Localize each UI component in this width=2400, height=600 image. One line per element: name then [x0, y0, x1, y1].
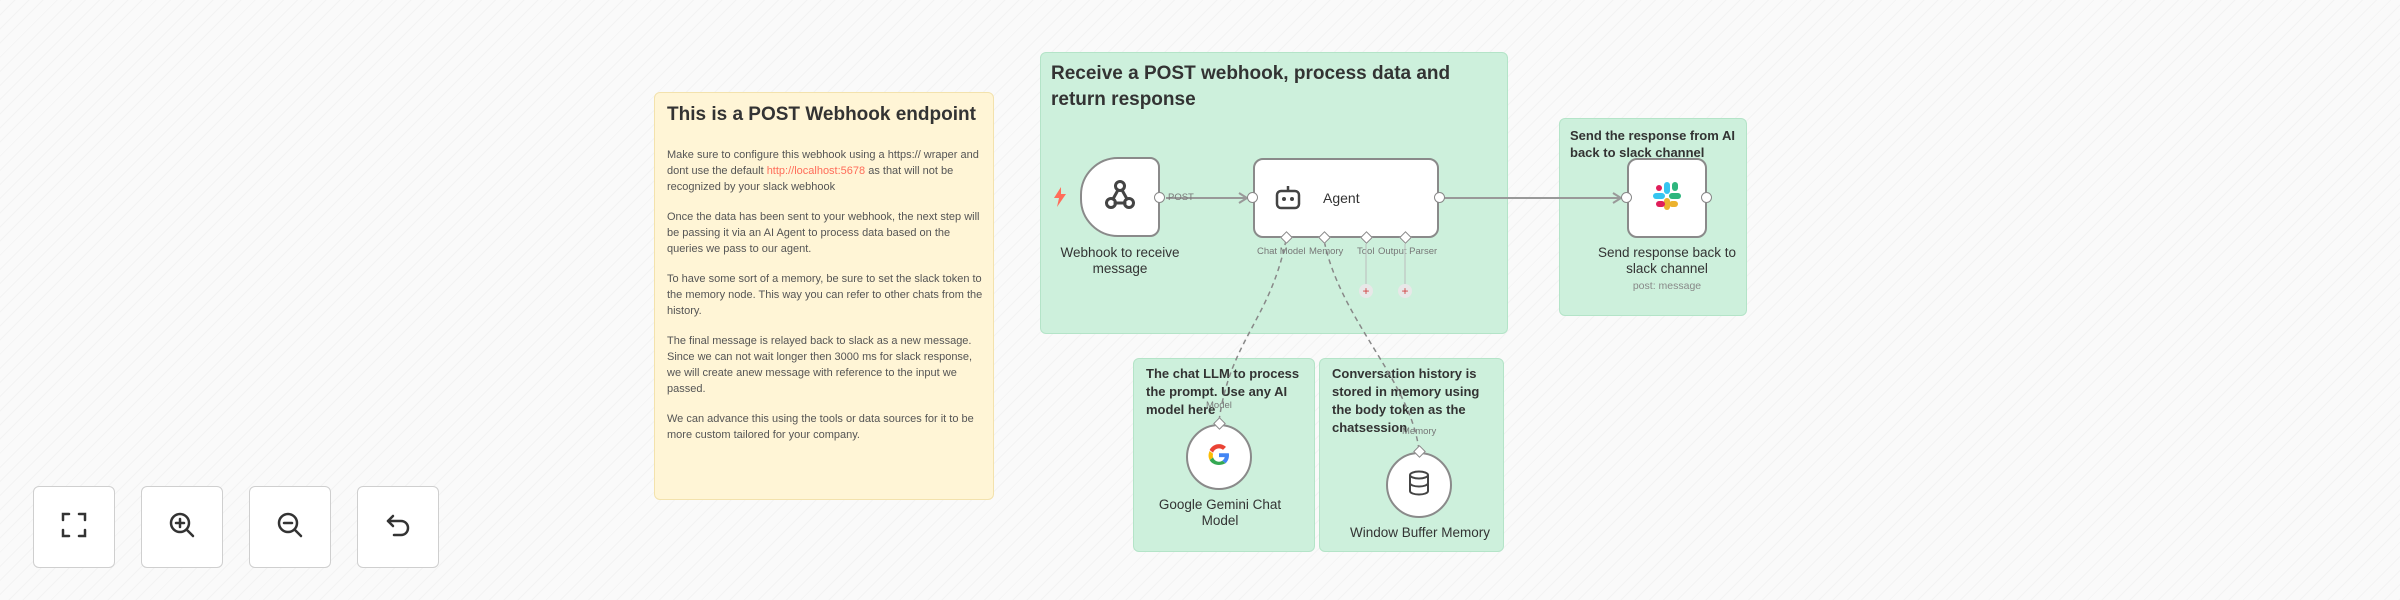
- agent-output-handle[interactable]: [1434, 192, 1445, 203]
- webhook-output-label: POST: [1168, 192, 1194, 203]
- agent-input-handle[interactable]: [1247, 192, 1258, 203]
- robot-icon: [1273, 183, 1303, 213]
- connection-memory-agent: [1323, 239, 1420, 451]
- localhost-link: http://localhost:5678: [766, 165, 866, 177]
- zoom-in-icon: [168, 511, 196, 544]
- memory-node-label: Window Buffer Memory: [1349, 525, 1491, 540]
- note-paragraph: We can advance this using the tools or d…: [667, 413, 974, 441]
- trigger-bolt-icon: [1052, 186, 1068, 208]
- sticky-note-title: This is a POST Webhook endpoint: [667, 104, 976, 125]
- agent-port-label-memory: Memory: [1309, 246, 1344, 257]
- note-paragraph: To have some sort of a memory, be sure t…: [667, 273, 983, 317]
- webhook-node[interactable]: [1080, 157, 1160, 237]
- database-icon: [1407, 470, 1431, 501]
- sticky-note-title: The chat LLM to process the prompt. Use …: [1146, 366, 1300, 417]
- gemini-node[interactable]: [1186, 424, 1252, 490]
- fit-view-icon: [60, 511, 88, 544]
- zoom-out-icon: [276, 511, 304, 544]
- google-g-icon: [1205, 441, 1233, 474]
- zoom-in-button[interactable]: [141, 486, 223, 568]
- sticky-note-title: Conversation history is stored in memory…: [1332, 366, 1480, 435]
- sticky-note-instructions[interactable]: This is a POST Webhook endpoint Make sur…: [654, 92, 994, 500]
- fit-view-button[interactable]: [33, 486, 115, 568]
- agent-port-label-tool: Tool: [1357, 246, 1375, 257]
- connection-gemini-agent: [1218, 239, 1287, 422]
- note-paragraph: Make sure to configure this webhook usin…: [667, 149, 979, 193]
- slack-output-handle[interactable]: [1701, 192, 1712, 203]
- note-paragraph: Once the data has been sent to your webh…: [667, 211, 980, 255]
- agent-node-label: Agent: [1323, 190, 1360, 206]
- slack-input-handle[interactable]: [1621, 192, 1632, 203]
- zoom-out-button[interactable]: [249, 486, 331, 568]
- sticky-note-title: Receive a POST webhook, process data and…: [1051, 63, 1451, 110]
- add-tool-plus-icon[interactable]: +: [1359, 284, 1373, 298]
- sticky-note-title: Send the response from AI back to slack …: [1570, 128, 1735, 160]
- webhook-output-handle[interactable]: [1154, 192, 1165, 203]
- undo-icon: [384, 511, 412, 544]
- memory-node[interactable]: [1386, 452, 1452, 518]
- agent-node[interactable]: Agent: [1253, 158, 1439, 238]
- slack-node-label: Send response back to slack channel: [1597, 245, 1737, 276]
- agent-port-label-output-parser: Output Parser: [1378, 246, 1438, 257]
- gemini-port-label: Model: [1206, 400, 1232, 411]
- slack-icon: [1650, 179, 1684, 218]
- note-paragraph: The final message is relayed back to sla…: [667, 335, 973, 395]
- agent-port-label-chat-model: Chat Model: [1257, 246, 1306, 257]
- memory-port-label: Memory: [1402, 426, 1437, 437]
- webhook-node-label: Webhook to receive message: [1060, 245, 1180, 276]
- slack-node-subtitle: post: message: [1632, 280, 1702, 292]
- webhook-icon: [1103, 178, 1137, 217]
- gemini-node-label: Google Gemini Chat Model: [1158, 497, 1282, 528]
- add-output-parser-plus-icon[interactable]: +: [1398, 284, 1412, 298]
- sticky-note-body: Make sure to configure this webhook usin…: [667, 147, 983, 457]
- slack-node[interactable]: [1627, 158, 1707, 238]
- undo-button[interactable]: [357, 486, 439, 568]
